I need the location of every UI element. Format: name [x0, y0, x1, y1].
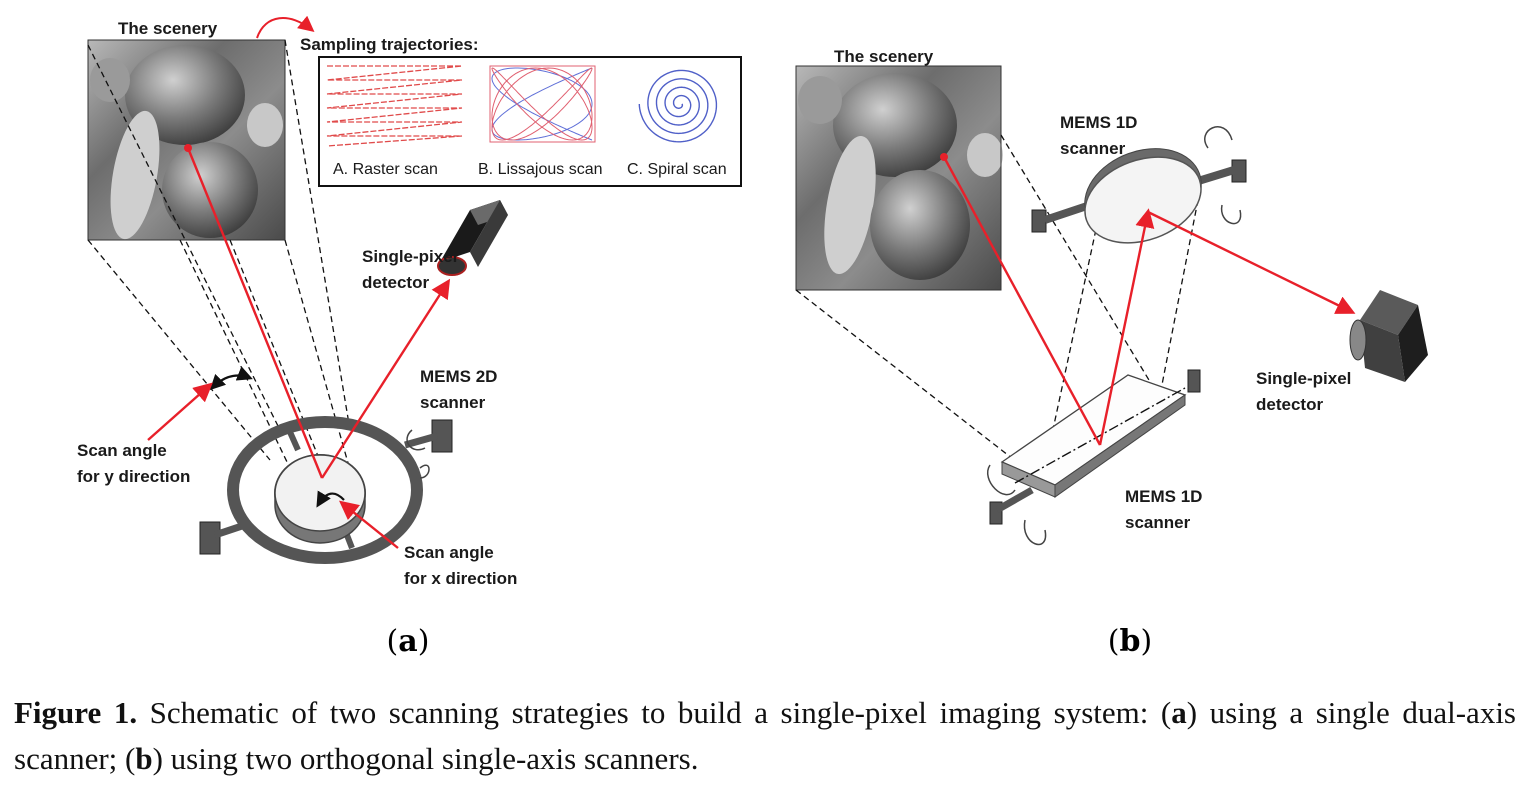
scan-angle-x-label-line2: for x direction [404, 569, 517, 588]
beam-path-b [942, 156, 1356, 446]
beam-path-a [186, 147, 451, 479]
mems-1d-scanner-bottom [987, 369, 1201, 546]
lissajous-scan-label: B. Lissajous scan [478, 161, 603, 178]
detector-label-b-line2: detector [1256, 395, 1323, 414]
spiral-scan-label: C. Spiral scan [627, 161, 727, 178]
caption-text-2: ) using a single dual-axis scanner; ( [14, 695, 1516, 776]
mirror-plate-top [1084, 156, 1202, 244]
panel-a: The scenery Sampling trajectories: A. Ra… [77, 15, 742, 659]
outer-gimbal-ring [227, 416, 423, 564]
scenery-label-b: The scenery [834, 47, 934, 66]
mems-1d-top-label-line1: MEMS 1D [1060, 113, 1137, 132]
figure-caption: Figure 1. Schematic of two scanning stra… [14, 690, 1516, 782]
mems-1d-scanner-top [1031, 126, 1247, 244]
mems-1d-bottom-label-line2: scanner [1125, 513, 1191, 532]
single-pixel-detector-a [437, 200, 508, 276]
detector-label-b-line1: Single-pixel [1256, 369, 1351, 388]
mems-2d-scanner [199, 416, 453, 564]
caption-figure-label: Figure 1. [14, 695, 138, 730]
scenery-image-b [795, 65, 1003, 291]
mirror-plate-a [274, 454, 366, 532]
mems-1d-top-label-line2: scanner [1060, 139, 1126, 158]
scan-angle-x-label-line1: Scan angle [404, 543, 494, 562]
scan-point-b [940, 153, 948, 161]
panel-a-tag: (a) [387, 624, 430, 659]
scan-angle-y-arc [209, 366, 253, 391]
rotation-arrow-a-upper [406, 429, 426, 451]
scenery-to-trajectories-arrow [256, 15, 315, 39]
detector-label-a-line2: detector [362, 273, 429, 292]
mems-2d-label-line2: scanner [420, 393, 486, 412]
panel-b-tag: (b) [1108, 624, 1152, 659]
caption-text-3: ) using two orthogonal single-axis scann… [152, 741, 699, 776]
raster-scan-label: A. Raster scan [333, 161, 438, 178]
trajectories-title: Sampling trajectories: [300, 35, 479, 54]
mems-1d-bottom-label-line1: MEMS 1D [1125, 487, 1202, 506]
spiral-scan-icon [638, 69, 718, 143]
scenery-label-a: The scenery [118, 19, 218, 38]
scan-point-a [184, 144, 192, 152]
scan-angle-x-pointer [339, 500, 399, 549]
lissajous-scan-icon [489, 65, 596, 143]
caption-bold-b: b [135, 741, 153, 776]
panel-b: The scenery MEMS 1D scanner [795, 47, 1428, 659]
mems-2d-label-line1: MEMS 2D [420, 367, 497, 386]
scan-angle-y-label-line2: for y direction [77, 467, 190, 486]
single-pixel-detector-b [1349, 290, 1428, 382]
rotation-arrow-a-lower [419, 464, 430, 479]
scan-angle-x-arc [316, 490, 345, 508]
scan-angle-y-label-line1: Scan angle [77, 441, 167, 460]
caption-text-1: Schematic of two scanning strategies to … [137, 695, 1172, 730]
caption-bold-a: a [1171, 695, 1187, 730]
scan-angle-y-pointer [147, 382, 213, 441]
scenery-image-a [87, 39, 286, 241]
raster-scan-icon [326, 65, 463, 147]
left-anchor-a [199, 521, 221, 555]
detector-label-a-line1: Single-pixel [362, 247, 457, 266]
